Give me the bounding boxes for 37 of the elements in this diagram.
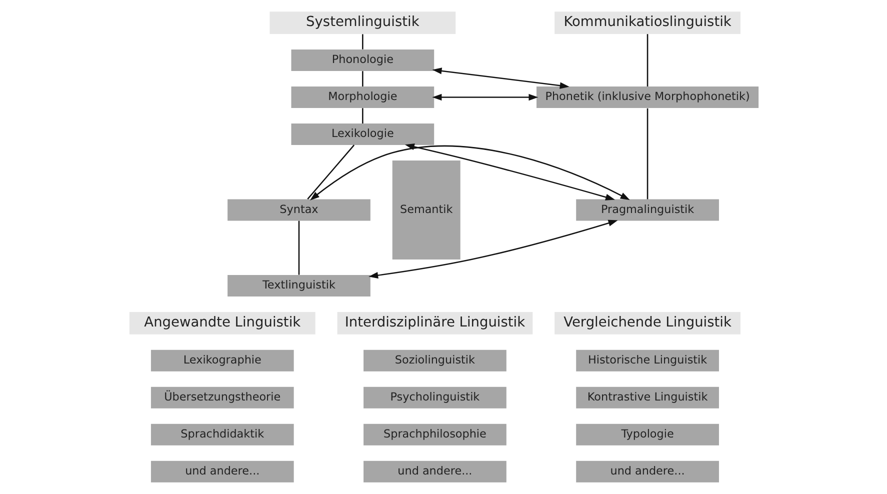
node-box: Interdisziplinäre Linguistik xyxy=(336,312,532,334)
arrow xyxy=(368,220,618,279)
connector xyxy=(298,220,300,275)
node-box: Angewandte Linguistik xyxy=(128,312,315,334)
arrow xyxy=(432,68,569,89)
connector xyxy=(646,34,648,86)
arrow xyxy=(432,94,538,101)
connector xyxy=(362,34,363,50)
node-box: Sprachphilosophie xyxy=(363,424,506,446)
node-box: Sprachdidaktik xyxy=(150,424,294,446)
connector xyxy=(362,71,363,86)
node-box: und andere... xyxy=(150,460,294,482)
node-box: Soziolinguistik xyxy=(363,350,506,372)
node-box: Lexikologie xyxy=(290,124,434,146)
node-box: Übersetzungstheorie xyxy=(150,386,294,408)
node-box: Vergleichende Linguistik xyxy=(554,312,740,334)
node-box: Morphologie xyxy=(290,86,434,108)
connector xyxy=(306,144,354,200)
node-box: Syntax xyxy=(227,199,370,221)
node-box: Typologie xyxy=(576,424,718,446)
connector xyxy=(362,108,363,124)
node-box: Pragmalinguistik xyxy=(576,199,718,221)
node-box: Psycholinguistik xyxy=(363,386,506,408)
node-box: Semantik xyxy=(392,160,460,260)
node-box: Kontrastive Linguistik xyxy=(576,386,718,408)
node-box: und andere... xyxy=(576,460,718,482)
arrow xyxy=(404,144,615,200)
node-box: Historische Linguistik xyxy=(576,350,718,372)
arrow xyxy=(309,146,630,200)
node-box: Textlinguistik xyxy=(227,274,370,296)
connector xyxy=(646,108,648,200)
node-box: Systemlinguistik xyxy=(269,12,456,34)
node-box: Lexikographie xyxy=(150,350,294,372)
node-box: Kommunikatioslinguistik xyxy=(554,12,740,34)
node-box: und andere... xyxy=(363,460,506,482)
node-box: Phonologie xyxy=(290,49,434,71)
node-box: Phonetik (inklusive Morphophonetik) xyxy=(536,86,758,108)
